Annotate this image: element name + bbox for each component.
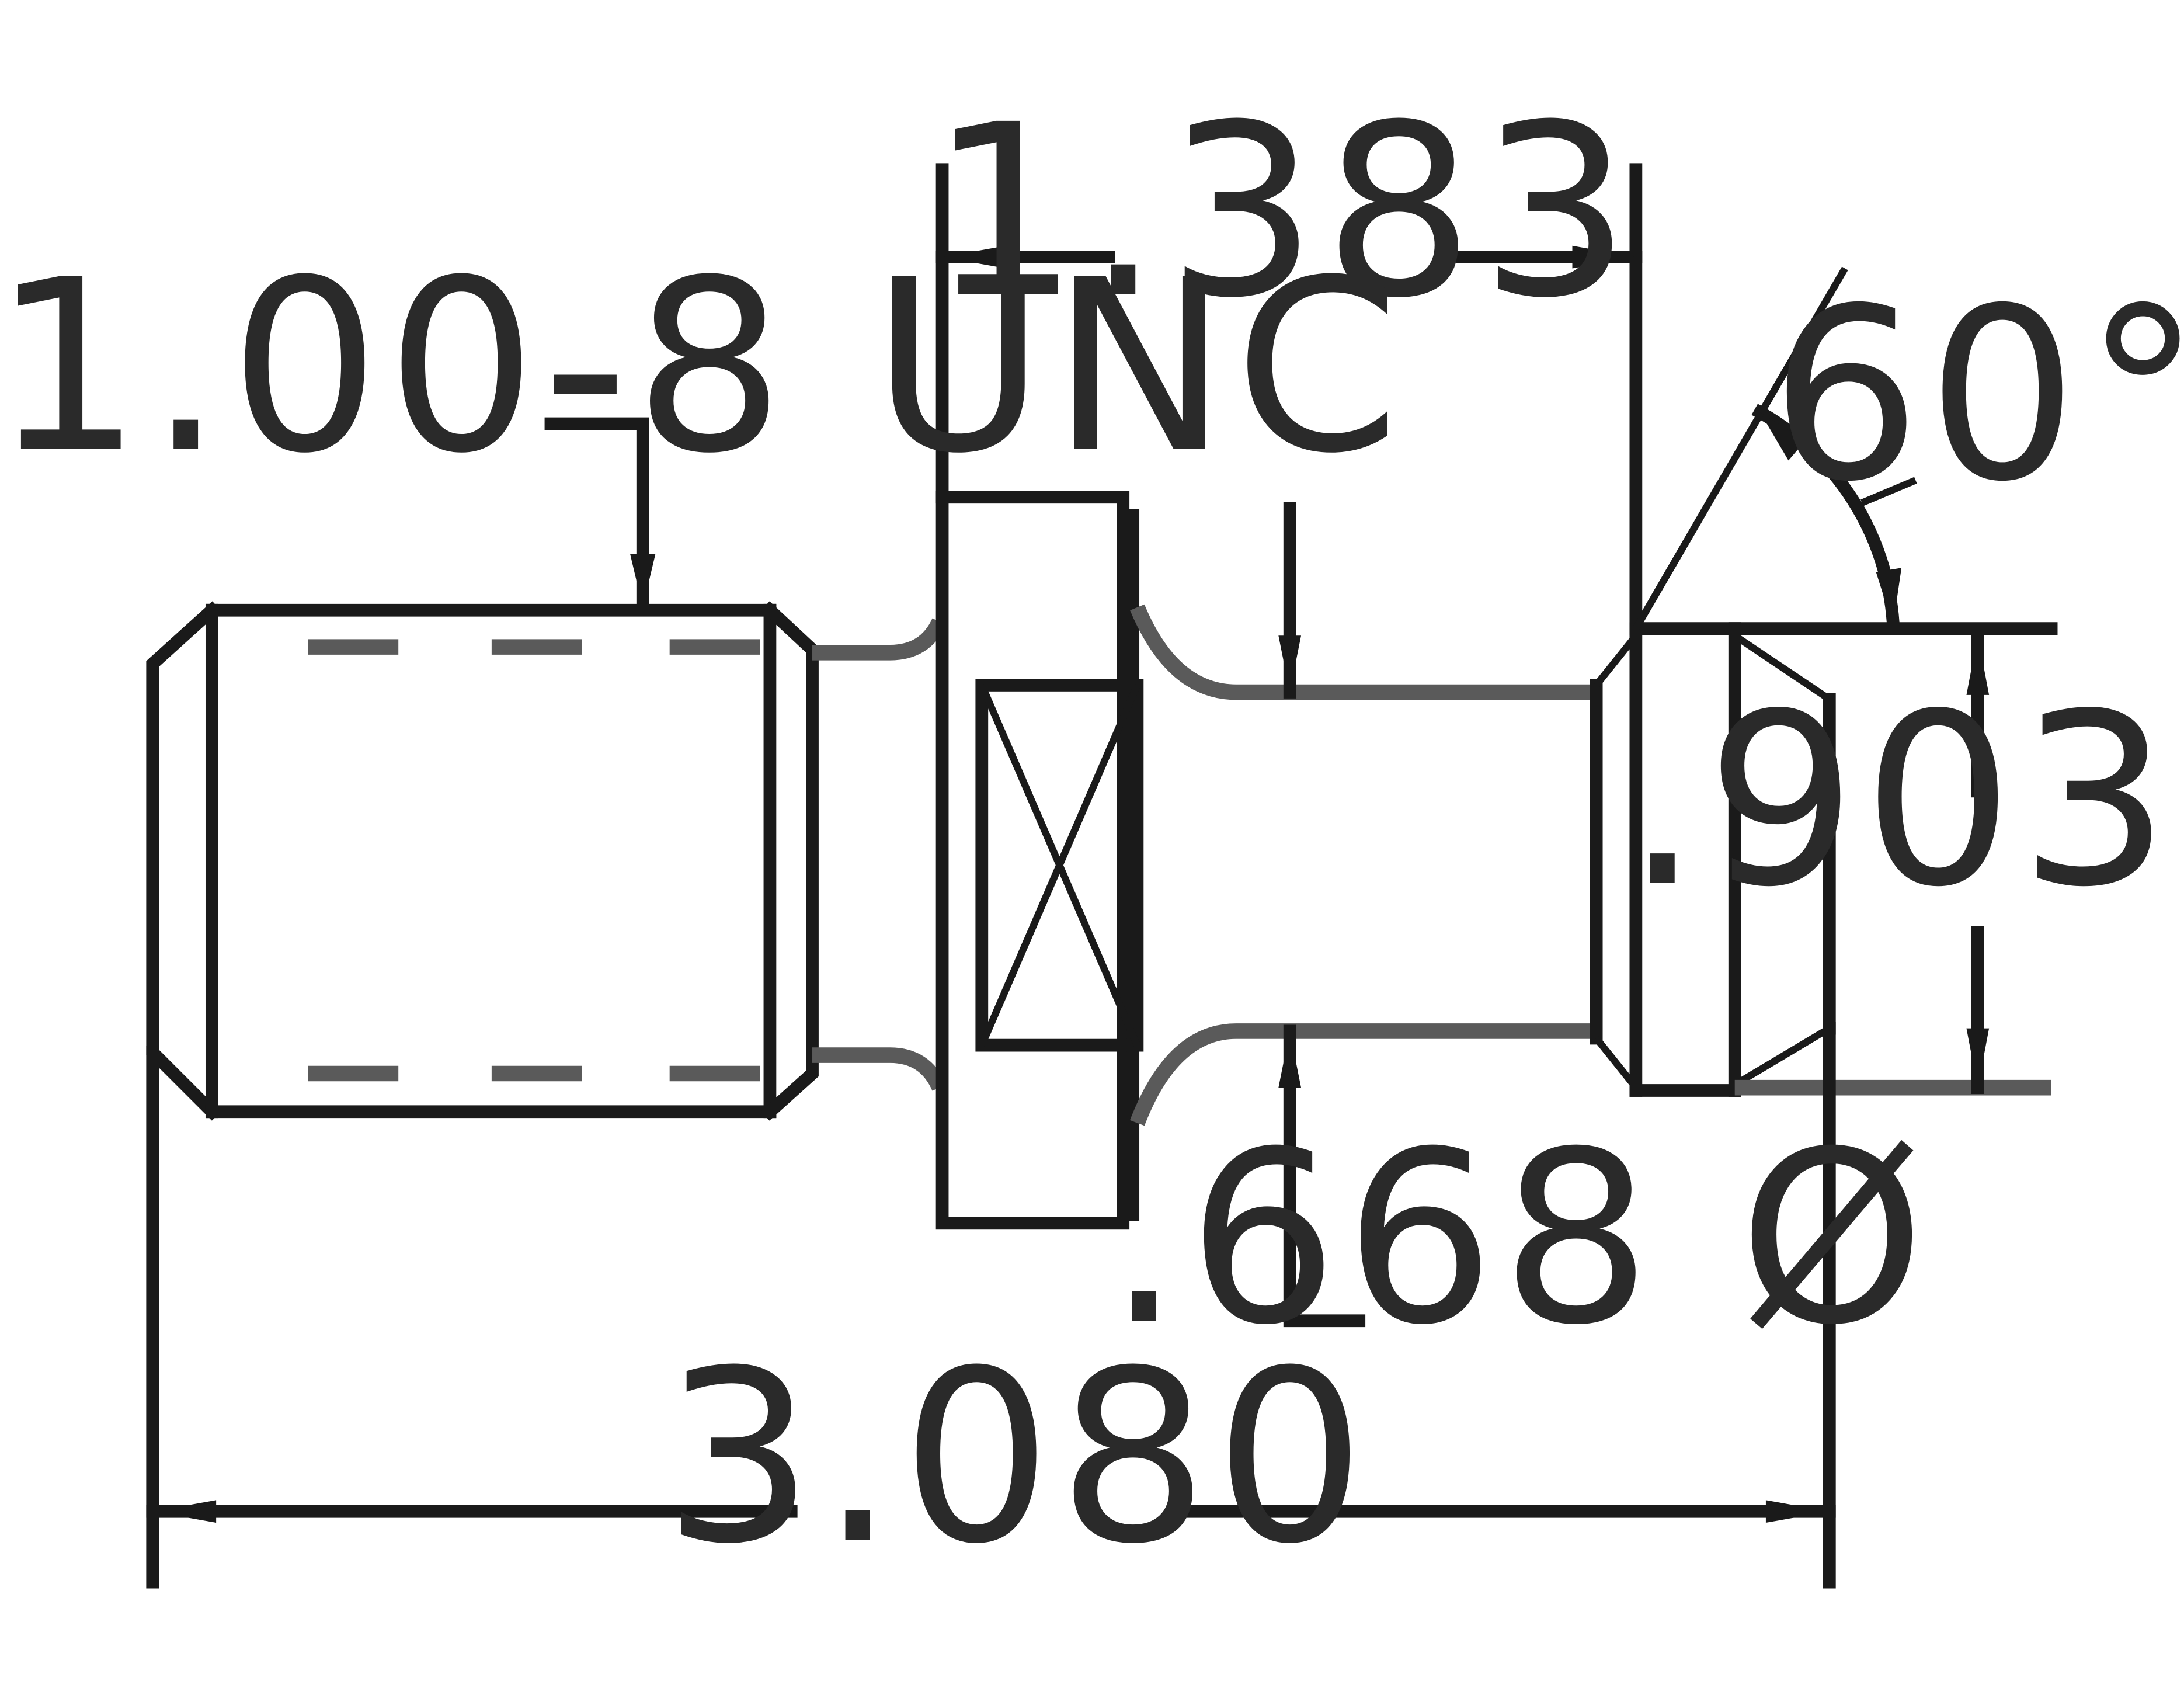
threaded-section <box>146 601 819 1121</box>
angle-60-label: 60° <box>1770 257 2184 533</box>
retention-knob <box>1629 622 1836 1097</box>
thread-leader: 1.00-8 UNC <box>0 229 1406 611</box>
main-neck <box>1129 604 1639 1126</box>
dim-3080: 3.080 <box>146 1319 1836 1596</box>
dim-903: .903 Ø <box>1625 629 2184 1095</box>
dim-angle: 60° <box>1751 257 2184 628</box>
dim-668: .668 Ø <box>1107 502 1931 1377</box>
length-3080-label: 3.080 <box>663 1319 1371 1596</box>
dim-1383: 1.383 <box>929 74 1643 350</box>
diameter-903-label: .903 Ø <box>1625 663 2184 939</box>
extension-lines <box>146 163 2058 1589</box>
short-neck <box>812 618 947 1091</box>
diameter-668-label: .668 Ø <box>1107 1100 1931 1377</box>
flange <box>935 491 1144 1230</box>
length-1383-label: 1.383 <box>929 74 1637 350</box>
thread-callout-label: 1.00-8 UNC <box>0 229 1406 505</box>
